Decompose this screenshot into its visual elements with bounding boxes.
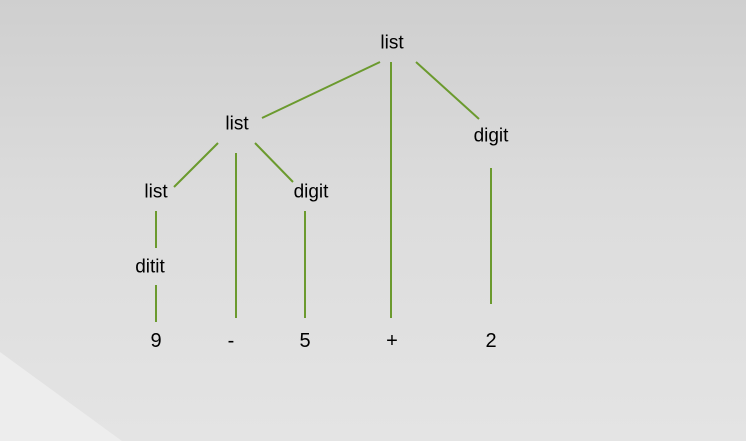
leaf-5: 5: [299, 330, 311, 352]
leaf-minus: -: [227, 330, 235, 352]
node-digit-level2: digit: [293, 181, 329, 203]
edge-list-to-list: [173, 142, 219, 188]
leaf-plus: +: [386, 330, 398, 352]
edge-root-to-digit: [415, 61, 480, 120]
edge-root-to-list: [261, 61, 381, 119]
edge-list-to-digit: [254, 142, 294, 183]
node-root-list: list: [380, 32, 404, 54]
node-list-level1: list: [225, 113, 249, 135]
node-digit-level1: digit: [473, 125, 509, 147]
leaf-9: 9: [150, 330, 162, 352]
node-list-level2: list: [144, 181, 168, 203]
node-ditit-level3: ditit: [135, 256, 165, 278]
leaf-2: 2: [485, 330, 497, 352]
